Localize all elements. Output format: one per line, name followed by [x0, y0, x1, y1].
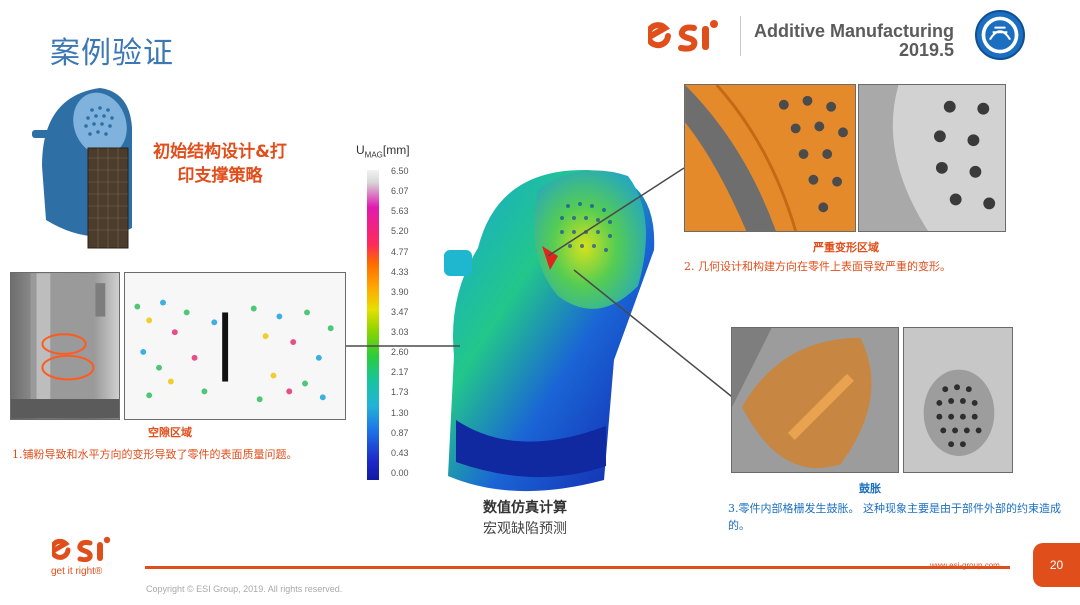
bulge-sim-image	[731, 327, 899, 473]
slide-title: 案例验证	[50, 36, 174, 71]
legend-tick: 4.77	[391, 246, 409, 257]
event-label: Additive Manufacturing 2019.5	[754, 22, 954, 60]
event-date: 2019.5	[898, 40, 954, 60]
simulation-result-image	[444, 169, 655, 492]
legend-tick: 5.63	[391, 206, 409, 217]
legend-tick: 0.87	[391, 427, 409, 438]
bulge-description: 3.零件内部格栅发生鼓胀。 这种现象主要是由于部件外部的约束造成的。	[728, 502, 1061, 532]
severe-deformation-description: 2. 几何设计和构建方向在零件上表面导致严重的变形。	[684, 260, 951, 273]
legend-tick: 2.60	[391, 347, 409, 358]
page-number: 20	[1033, 543, 1080, 587]
esi-logo-icon	[648, 20, 718, 52]
legend-tick: 3.47	[391, 306, 409, 317]
header-separator	[740, 16, 741, 56]
legend-tick: 0.00	[391, 468, 409, 478]
bulge-label: 鼓胀	[859, 482, 881, 495]
initial-design-image	[32, 88, 132, 249]
legend-tick: 2.17	[391, 367, 409, 378]
severe-deformation-photo	[858, 84, 1006, 232]
footer-rule	[145, 566, 1010, 569]
brand-tagline: get it right®	[51, 566, 103, 577]
legend-tick: 1.73	[391, 387, 409, 398]
severe-deformation-label: 严重变形区域	[813, 241, 879, 254]
event-name: Additive Manufacturing	[754, 21, 955, 41]
powder-void-simulation-image	[124, 272, 346, 420]
copyright-notice: Copyright © ESI Group, 2019. All rights …	[146, 584, 343, 594]
legend-tick: 6.50	[391, 166, 409, 176]
legend-tick: 6.07	[391, 186, 409, 197]
printed-part-photo	[10, 272, 120, 420]
partner-emblem-icon	[975, 10, 1025, 60]
legend-tick: 3.03	[391, 327, 409, 338]
legend-title: UMAG[mm]	[356, 143, 410, 160]
footer-url[interactable]: www.esi-group.com	[930, 561, 1000, 570]
esi-footer-logo-icon	[52, 536, 111, 563]
legend-color-bar	[367, 170, 379, 480]
void-zone-description: 1.铺粉导致和水平方向的变形导致了零件的表面质量问题。	[12, 448, 298, 461]
legend-tick: 5.20	[391, 226, 409, 237]
legend-tick: 0.43	[391, 447, 409, 458]
simulation-label: 数值仿真计算	[483, 500, 567, 516]
legend-tick: 1.30	[391, 407, 409, 418]
void-zone-label: 空隙区域	[148, 426, 192, 439]
bulge-photo	[903, 327, 1013, 473]
macro-defect-label: 宏观缺陷预测	[483, 521, 567, 537]
legend-tick: 4.33	[391, 266, 409, 277]
legend-tick: 3.90	[391, 286, 409, 297]
severe-deformation-sim-image	[684, 84, 856, 232]
design-strategy-label: 初始结构设计&打印支撑策略	[153, 142, 287, 186]
